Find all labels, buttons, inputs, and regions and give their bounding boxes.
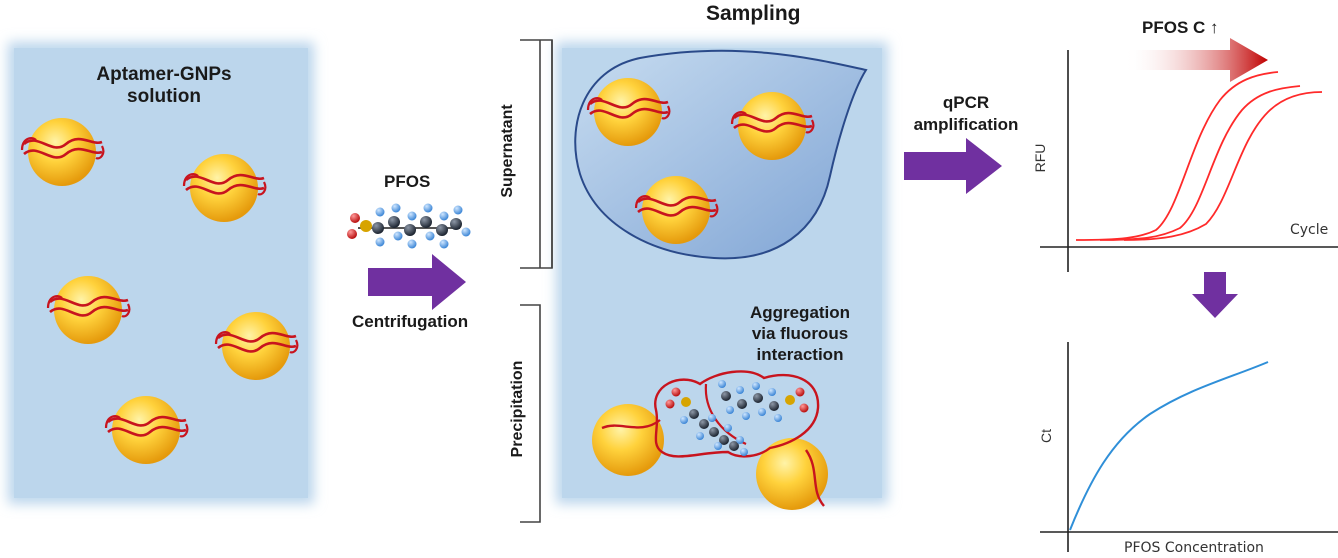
ct-curve <box>1069 361 1269 531</box>
amplification-curve-1 <box>1075 71 1279 241</box>
precipitation-label: Precipitation <box>509 360 526 458</box>
amplification-plot <box>1040 38 1338 272</box>
pfos-molecule-2 <box>665 387 748 456</box>
ct-axis-label: Ct <box>1038 429 1054 443</box>
gnp-aggregate-left <box>592 404 664 476</box>
trend-arrow <box>1124 38 1268 82</box>
ct-arrow <box>1192 272 1238 318</box>
precipitation-bracket <box>520 304 541 523</box>
panel1-title: Aptamer-GNPs solution <box>64 64 264 108</box>
amplification-curve-2 <box>1099 85 1301 241</box>
panel1-title-line2: solution <box>127 86 201 107</box>
pfos-label: PFOS <box>384 172 431 191</box>
aggregation-label: Aggregation via fluorous interaction <box>720 302 880 365</box>
ct-plot <box>1040 342 1338 552</box>
centrifugation-label: Centrifugation <box>352 312 469 331</box>
qpcr-label: qPCR amplification <box>896 92 1036 136</box>
cycle-axis-label: Cycle <box>1290 222 1329 238</box>
aptamer-aggregate-loop <box>654 370 820 458</box>
pfos-concentration-axis-label: PFOS Concentration <box>1124 540 1264 556</box>
pfos-trend-label: PFOS C ↑ <box>1142 18 1219 37</box>
panel1-title-line1: Aptamer-GNPs <box>96 64 232 85</box>
qpcr-arrow <box>904 138 1002 194</box>
qpcr-line2: amplification <box>913 115 1019 134</box>
amplification-curve-3 <box>1123 91 1323 241</box>
supernatant-bracket <box>520 39 553 269</box>
aggregation-line2: via fluorous <box>751 324 849 343</box>
gnp-aggregate-right <box>756 438 828 510</box>
rfu-axis-label: RFU <box>1032 143 1048 173</box>
centrifugation-arrow <box>368 254 466 310</box>
pfos-molecule-3 <box>718 380 809 422</box>
supernatant-label: Supernatant <box>499 104 516 198</box>
qpcr-line1: qPCR <box>942 93 990 112</box>
sampling-title: Sampling <box>706 2 801 25</box>
aggregation-line1: Aggregation <box>749 303 851 322</box>
aggregation-line3: interaction <box>756 345 844 364</box>
pfos-molecule-1 <box>347 203 471 249</box>
